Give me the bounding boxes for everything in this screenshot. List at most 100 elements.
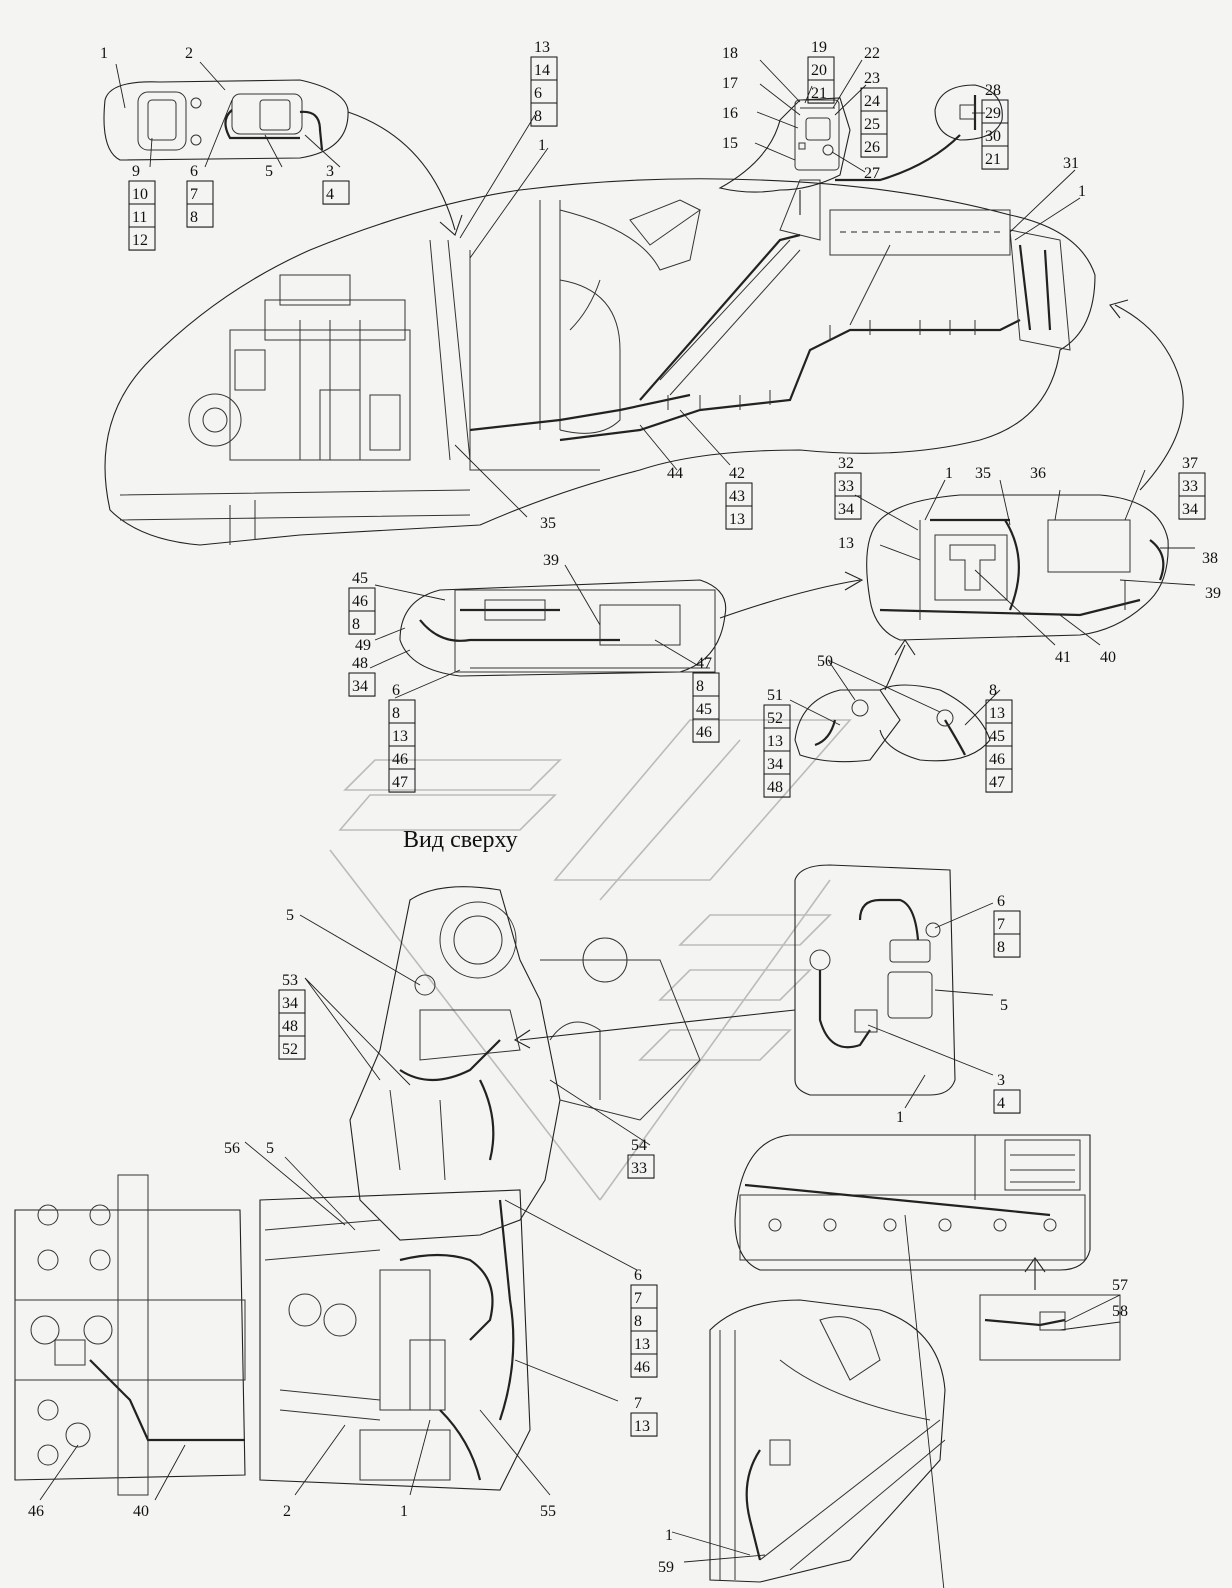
callout-5: 5 <box>286 907 294 924</box>
callout-number: 35 <box>540 515 556 532</box>
callout-number: 10 <box>132 186 148 203</box>
callout-39: 39 <box>543 552 559 569</box>
callout-number: 40 <box>133 1503 149 1520</box>
callout-5: 5 <box>266 1140 274 1157</box>
callout-7-13: 713 <box>630 1395 658 1437</box>
detail-small-connector <box>794 639 991 763</box>
callout-number: 32 <box>838 455 854 472</box>
callout-number: 6 <box>634 1267 642 1284</box>
callout-number: 45 <box>989 728 1005 745</box>
callout-number: 34 <box>1182 501 1198 518</box>
callout-55: 55 <box>540 1503 556 1520</box>
callout-16: 16 <box>722 105 738 122</box>
callout-number: 22 <box>864 45 880 62</box>
callout-number: 50 <box>817 653 833 670</box>
callout-number: 48 <box>352 655 368 672</box>
callout-number: 48 <box>282 1018 298 1035</box>
callout-number: 4 <box>326 186 334 203</box>
callout-1: 1 <box>945 465 953 482</box>
callout-1: 1 <box>896 1109 904 1126</box>
callout-number: 33 <box>631 1160 647 1177</box>
callout-number: 3 <box>326 163 334 180</box>
callout-number: 8 <box>634 1313 642 1330</box>
callout-number: 27 <box>864 165 880 182</box>
callout-number: 51 <box>767 687 783 704</box>
callout-1: 1 <box>400 1503 408 1520</box>
callout-number: 13 <box>767 733 783 750</box>
callout-number: 2 <box>185 45 193 62</box>
callout-number: 44 <box>667 465 683 482</box>
main-engine-view <box>104 178 1184 546</box>
callout-number: 41 <box>1055 649 1071 666</box>
callout-number: 35 <box>975 465 991 482</box>
callout-46: 46 <box>28 1503 44 1520</box>
callout-number: 1 <box>538 137 546 154</box>
callout-number: 13 <box>392 728 408 745</box>
callout-number: 6 <box>190 163 198 180</box>
callout-number: 29 <box>985 105 1001 122</box>
callout-number: 20 <box>811 62 827 79</box>
callout-number: 47 <box>392 774 408 791</box>
callout-number: 3 <box>997 1072 1005 1089</box>
callout-number: 43 <box>729 488 745 505</box>
callout-1: 1 <box>1078 183 1086 200</box>
callout-50: 50 <box>817 653 833 670</box>
detail-block-right <box>866 494 1169 641</box>
callout-number: 46 <box>634 1359 650 1376</box>
callout-5: 5 <box>1000 997 1008 1014</box>
callout-6-7-8: 678 <box>993 893 1021 958</box>
callout-number: 13 <box>989 705 1005 722</box>
callout-number: 34 <box>767 756 783 773</box>
detail-harness-left <box>399 571 864 677</box>
callout-2: 2 <box>283 1503 291 1520</box>
callout-number: 8 <box>997 939 1005 956</box>
callout-number: 46 <box>352 593 368 610</box>
callout-number: 52 <box>282 1041 298 1058</box>
callout-number: 13 <box>534 39 550 56</box>
callout-number: 16 <box>722 105 738 122</box>
callout-27: 27 <box>864 165 880 182</box>
callout-36: 36 <box>1030 465 1046 482</box>
callout-number: 34 <box>352 678 368 695</box>
callout-49: 49 <box>355 637 371 654</box>
callout-number: 28 <box>985 82 1001 99</box>
callout-number: 1 <box>945 465 953 482</box>
callout-number: 1 <box>400 1503 408 1520</box>
callout-number: 34 <box>838 501 854 518</box>
callout-number: 25 <box>864 116 880 133</box>
callout-38: 38 <box>1202 550 1218 567</box>
detail-coupling-right <box>513 864 956 1096</box>
detail-engine-lower <box>259 1189 531 1491</box>
callout-number: 46 <box>696 724 712 741</box>
callout-number: 1 <box>100 45 108 62</box>
callout-number: 38 <box>1202 550 1218 567</box>
callout-number: 42 <box>729 465 745 482</box>
callout-3-4: 34 <box>993 1072 1021 1114</box>
callout-number: 46 <box>28 1503 44 1520</box>
callout-number: 8 <box>534 108 542 125</box>
callout-number: 4 <box>997 1095 1005 1112</box>
callout-number: 45 <box>352 570 368 587</box>
callout-number: 12 <box>132 232 148 249</box>
callout-number: 21 <box>985 151 1001 168</box>
callout-number: 5 <box>1000 997 1008 1014</box>
callout-number: 31 <box>1063 155 1079 172</box>
callout-number: 48 <box>767 779 783 796</box>
detail-frame-left <box>14 1174 246 1496</box>
detail-top-left-connector <box>103 79 463 236</box>
detail-plug <box>835 84 1003 182</box>
callout-31: 31 <box>1063 155 1079 172</box>
detail-control-panel <box>718 97 851 215</box>
